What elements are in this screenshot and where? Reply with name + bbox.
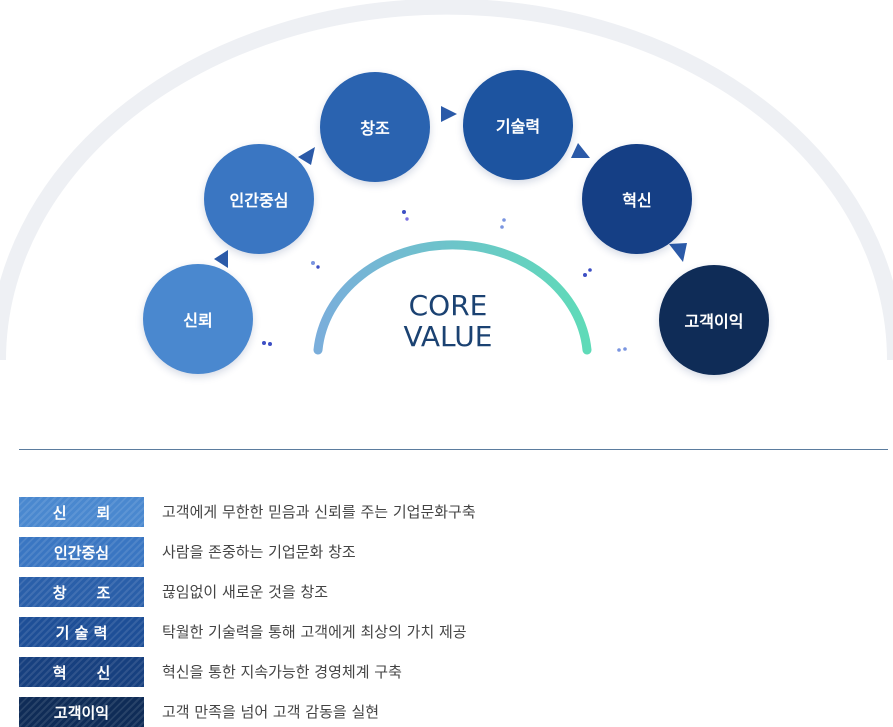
arrow-creation-to-tech	[441, 106, 457, 122]
node-technology: 기술력	[463, 70, 573, 180]
arrow-tech-to-innovation	[571, 143, 590, 158]
diagram-background	[0, 0, 893, 361]
value-description: 탁월한 기술력을 통해 고객에게 최상의 가치 제공	[162, 623, 467, 641]
core-value-title: CORE VALUE	[348, 290, 548, 352]
value-tag: 인간중심	[19, 537, 144, 567]
value-description: 사람을 존중하는 기업문화 창조	[162, 543, 356, 561]
value-tag: 혁 신	[19, 657, 144, 687]
value-tag: 신 뢰	[19, 497, 144, 527]
background-dome-shadow	[0, 0, 893, 361]
node-customer-benefit: 고객이익	[659, 265, 769, 375]
value-tag: 기 술 력	[19, 617, 144, 647]
value-row-trust: 신 뢰 고객에게 무한한 믿음과 신뢰를 주는 기업문화구축	[19, 497, 879, 527]
node-creation: 창조	[320, 72, 430, 182]
node-people-centered: 인간중심	[204, 144, 314, 254]
value-row-creation: 창 조 끊임없이 새로운 것을 창조	[19, 577, 879, 607]
core-value-line2: VALUE	[403, 320, 493, 353]
value-tag: 창 조	[19, 577, 144, 607]
value-row-people-centered: 인간중심 사람을 존중하는 기업문화 창조	[19, 537, 879, 567]
core-value-arc	[313, 240, 592, 355]
arrow-trust-to-people	[214, 250, 228, 268]
decorative-dots	[262, 210, 627, 352]
value-row-technology: 기 술 력 탁월한 기술력을 통해 고객에게 최상의 가치 제공	[19, 617, 879, 647]
value-description: 끊임없이 새로운 것을 창조	[162, 583, 329, 601]
arrow-innovation-to-customer	[669, 243, 687, 262]
value-description: 고객 만족을 넘어 고객 감동을 실현	[162, 703, 380, 721]
node-innovation: 혁신	[582, 144, 692, 254]
section-divider	[19, 449, 888, 450]
value-description: 고객에게 무한한 믿음과 신뢰를 주는 기업문화구축	[162, 503, 476, 521]
arrow-people-to-creation	[298, 147, 315, 165]
node-trust: 신뢰	[143, 264, 253, 374]
value-description: 혁신을 통한 지속가능한 경영체계 구축	[162, 663, 402, 681]
value-row-customer-benefit: 고객이익 고객 만족을 넘어 고객 감동을 실현	[19, 697, 879, 727]
value-tag: 고객이익	[19, 697, 144, 727]
core-value-line1: CORE	[408, 289, 488, 322]
value-row-innovation: 혁 신 혁신을 통한 지속가능한 경영체계 구축	[19, 657, 879, 687]
core-value-diagram: CORE VALUE 신뢰 인간중심 창조 기술력 혁신 고객이익	[0, 0, 893, 375]
